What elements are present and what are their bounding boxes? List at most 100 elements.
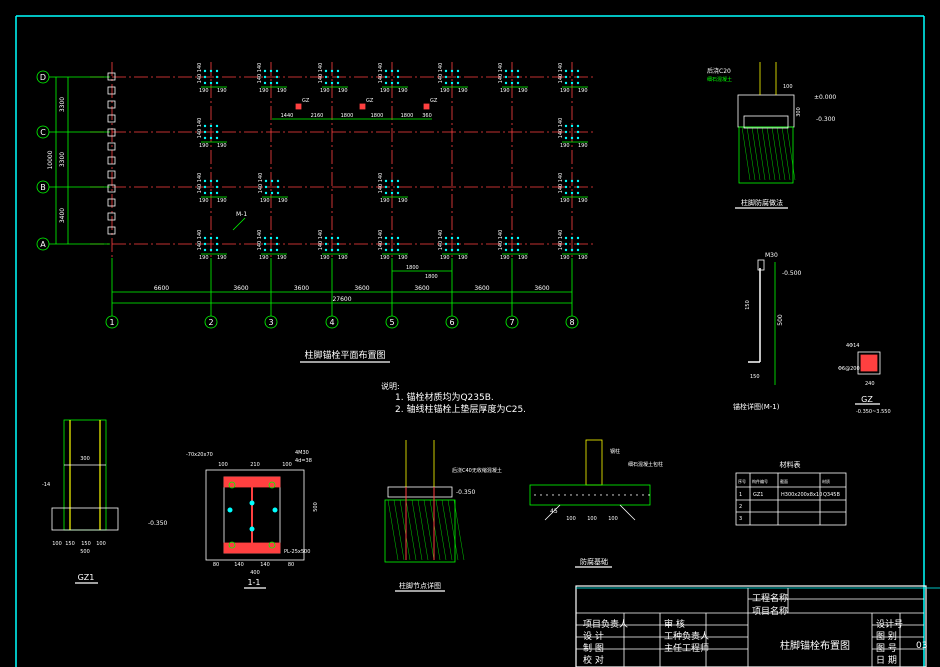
anchor-bolt-dot: [203, 191, 207, 195]
found-dots: [576, 494, 578, 496]
anchor-bolt-dot: [263, 248, 267, 252]
anchor-bolt-dot: [330, 236, 334, 240]
found-dots: [540, 494, 542, 496]
anchor-bolt-dot: [215, 185, 219, 189]
anchor-bolt-dot: [336, 236, 340, 240]
role-project-lead: 项目负责人: [583, 620, 629, 630]
base-elev: -0.350: [456, 489, 476, 496]
section-bolt-ring: [228, 481, 236, 489]
table-header: 构件编号: [752, 478, 768, 484]
m1-label: M-1: [236, 211, 247, 218]
anchor-dim-text: 140 140: [197, 173, 203, 194]
anchor-dim-text: 140 140: [378, 230, 384, 251]
total-dim: 27600: [332, 296, 351, 303]
anchor-dim-text: 190: [398, 255, 408, 261]
anchor-dim-text: 190: [277, 255, 287, 261]
col-label-3: 3: [268, 318, 273, 327]
anchor-bolt-dot: [576, 81, 580, 85]
role-discipline-lead: 工种负责人: [664, 632, 710, 642]
anchor-m: M30: [765, 252, 778, 259]
col-label-2: 2: [208, 318, 213, 327]
section-bolt-label: 4M30: [295, 450, 309, 456]
anchor-elev: -0.500: [782, 270, 802, 277]
anchor-dim-text: 140 140: [197, 63, 203, 84]
anchor-bolt-dot: [215, 130, 219, 134]
section-title: 1-1: [247, 578, 260, 587]
role-drafting: 制 图: [583, 644, 604, 654]
anchor-bolt-dot: [384, 191, 388, 195]
column-square: [107, 212, 116, 221]
gz-marker: [423, 103, 430, 110]
anchor-title: 锚栓详图(M-1): [733, 402, 780, 411]
base-hatch: [441, 499, 453, 561]
anchor-bolt-dot: [390, 69, 394, 73]
anchor-dim-text: 140 140: [257, 230, 263, 251]
anchor-dim-text: 190: [199, 198, 209, 204]
section-bolt-ring: [268, 481, 276, 489]
anchor-bolt-dot: [450, 81, 454, 85]
col-label-6: 6: [449, 318, 454, 327]
row-label-D: D: [40, 73, 46, 82]
anchor-bolt-dot: [215, 242, 219, 246]
anchor-dim-text: 140 140: [197, 230, 203, 251]
anchor-bolt-dot: [390, 179, 394, 183]
anchor-bolt-dot: [215, 124, 219, 128]
anchor-dim-text: 190: [217, 143, 227, 149]
found-dots: [624, 494, 626, 496]
anchor-bolt-dot: [336, 248, 340, 252]
gz-label: GZ: [366, 98, 374, 104]
anchor-bolt-dot: [324, 248, 328, 252]
anchor-nut: [757, 259, 765, 271]
column-square: [107, 184, 116, 193]
section-plate: [205, 469, 305, 561]
gz-dim-text: 2160: [311, 113, 324, 119]
anchor-dim-text: 140 140: [558, 173, 564, 194]
label-drawing-no: 图 号: [876, 644, 897, 654]
anchor-bolt-dot: [384, 69, 388, 73]
bay-dim: 6600: [154, 285, 169, 292]
top-callout: 后浇C20: [707, 67, 731, 75]
row-dim: 3400: [59, 208, 66, 223]
material-table-frame: [735, 472, 847, 526]
anchor-dim-text: 140 140: [498, 63, 504, 84]
anchor-bolt-dot: [576, 136, 580, 140]
row-label-A: A: [40, 240, 46, 249]
hatch: [786, 126, 796, 181]
anchor-bolt-dot: [215, 136, 219, 140]
bay-dim: 3600: [294, 285, 309, 292]
base-hatch: [411, 499, 423, 561]
found-dots: [534, 494, 536, 496]
anchor-bolt-dot: [209, 69, 213, 73]
anchor-bolt-dot: [516, 242, 520, 246]
anchor-bolt-dot: [275, 81, 279, 85]
base-hatch: [435, 499, 447, 561]
anchor-bolt-dot: [209, 124, 213, 128]
base-hatch: [399, 499, 411, 561]
anchor-bolt-dot: [564, 179, 568, 183]
notes-line1: 1. 锚栓材质均为Q235B.: [395, 391, 494, 403]
anchor-bolt-dot: [269, 236, 273, 240]
anchor-bolt-dot: [444, 242, 448, 246]
anchor-bolt-dot: [336, 69, 340, 73]
anchor-dim-text: 190: [259, 255, 269, 261]
found-slab: [529, 484, 651, 506]
anchor-bolt-dot: [576, 191, 580, 195]
anchor-bolt-dot: [203, 69, 207, 73]
anchor-dim-text: 190: [338, 255, 348, 261]
base-hatch: [417, 499, 429, 561]
anchor-bolt-dot: [330, 69, 334, 73]
anchor-bolt-dot: [564, 75, 568, 79]
table-cell: 2: [739, 504, 742, 510]
anchor-dim-text: 190: [578, 88, 588, 94]
table-cell: 3: [739, 516, 742, 522]
anchor-bolt-dot: [510, 248, 514, 252]
anchor-dim-text: 190: [560, 88, 570, 94]
row-dim: 3300: [59, 152, 66, 167]
label-date: 日 期: [876, 656, 897, 666]
anchor-dim-text: 140 140: [438, 63, 444, 84]
found-angle: 45: [550, 508, 558, 515]
anchor-bolt-dot: [510, 69, 514, 73]
anchor-bolt-dot: [456, 248, 460, 252]
table-header: 序号: [738, 478, 746, 484]
found-dots: [546, 494, 548, 496]
